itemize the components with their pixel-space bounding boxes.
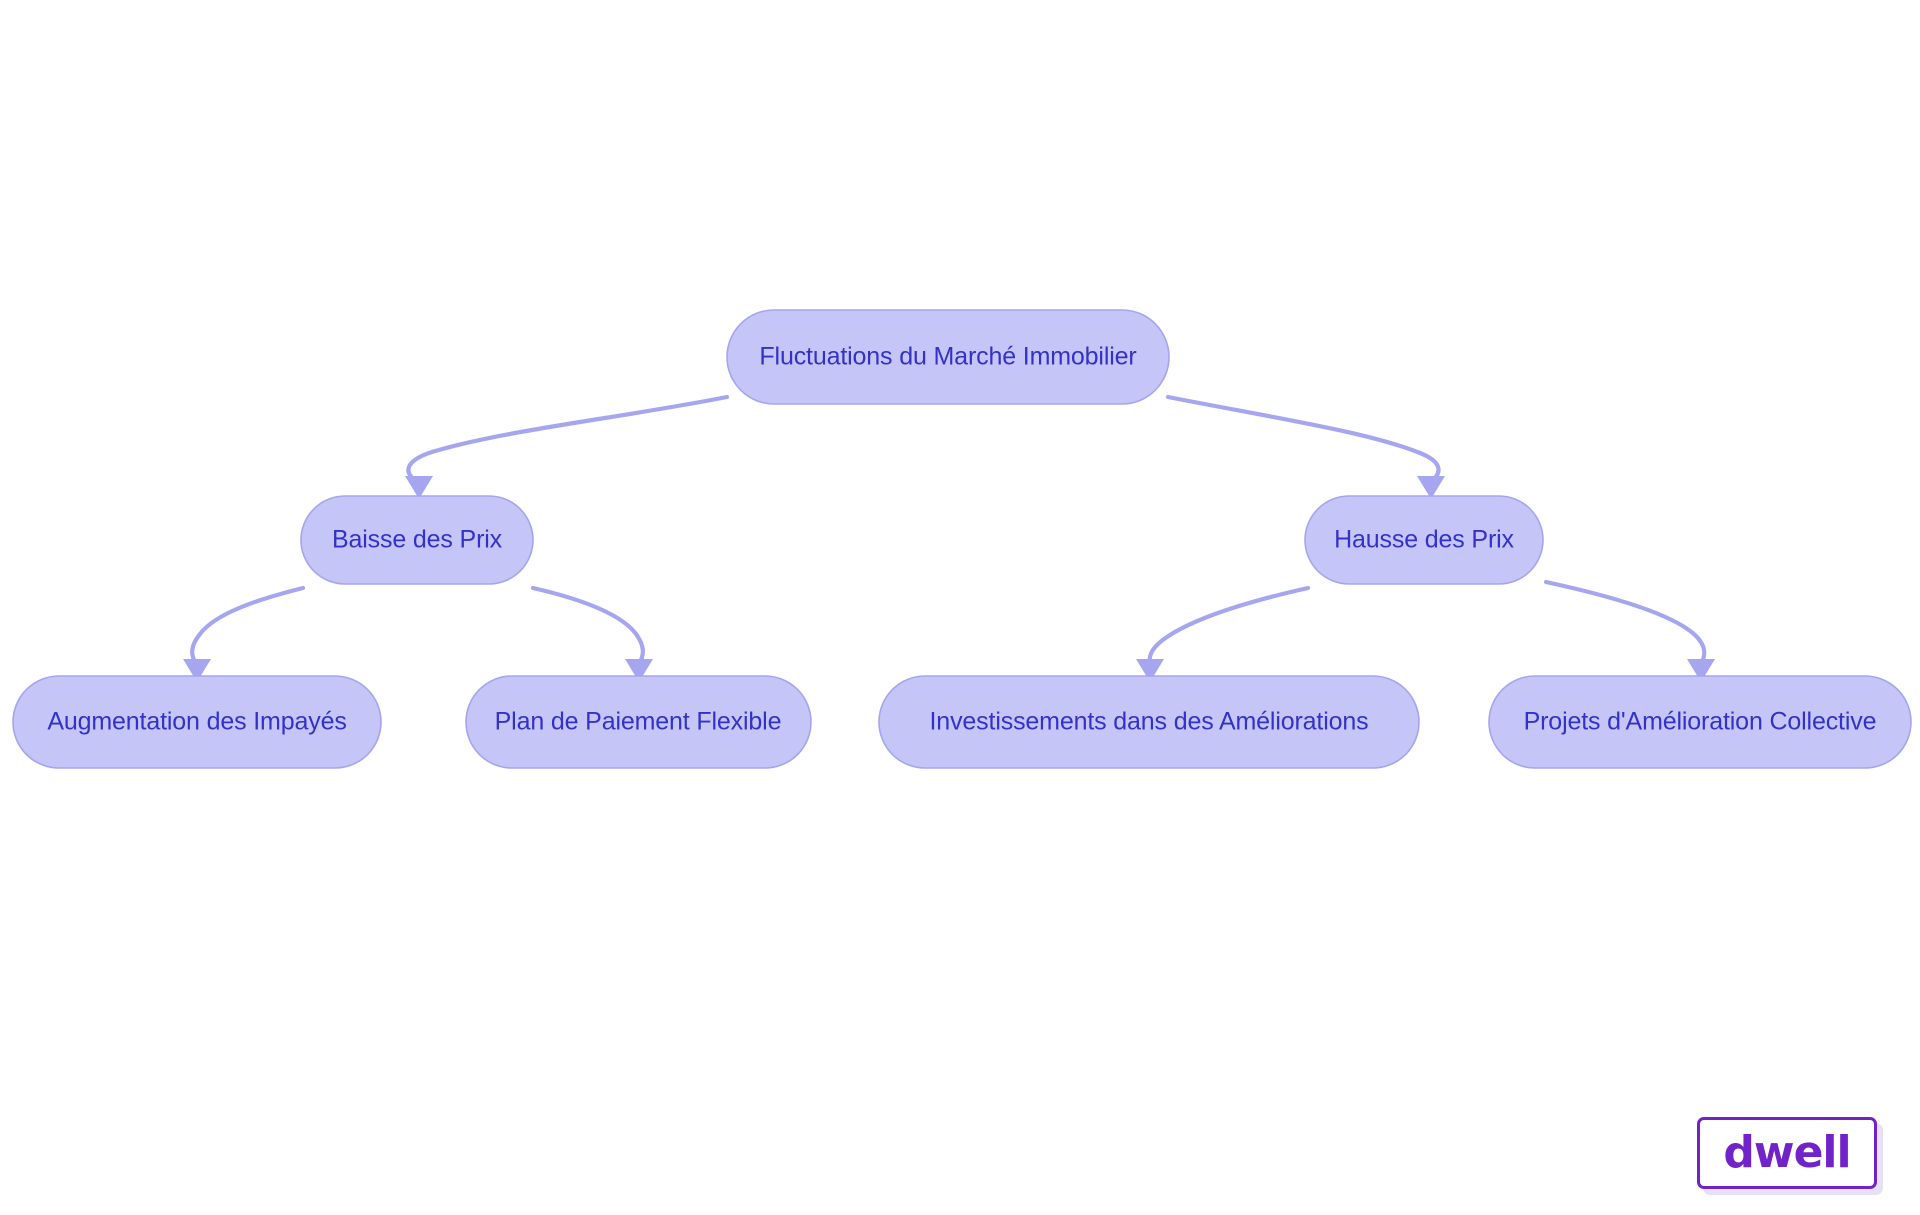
node-baisse-des-prix[interactable]: Baisse des Prix (300, 495, 534, 585)
arrowhead-impayes (183, 659, 211, 682)
node-hausse-shape[interactable] (1304, 495, 1544, 585)
edge-path-baisse-impayes (190, 585, 306, 667)
logo-wordmark: dwell (1723, 1127, 1851, 1178)
arrowhead-baisse (405, 476, 433, 499)
edge-hausse-to-projets (1543, 579, 1715, 682)
arrowhead-projets (1687, 659, 1715, 682)
edge-path-baisse-paiement (530, 585, 645, 667)
node-root-shape[interactable] (726, 309, 1170, 405)
node-investissements-dans-des-ameliorations[interactable]: Investissements dans des Améliorations (878, 675, 1420, 769)
edge-path-hausse-investissements (1147, 585, 1311, 667)
brand-logo[interactable]: dwell (1697, 1117, 1883, 1195)
edge-root-to-baisse (405, 394, 730, 499)
node-impayes-shape[interactable] (12, 675, 382, 769)
node-investissements-label: Investissements dans des Améliorations (930, 708, 1369, 736)
node-investissements-shape[interactable] (878, 675, 1420, 769)
node-paiement-label: Plan de Paiement Flexible (495, 708, 782, 736)
node-impayes-label: Augmentation des Impayés (47, 708, 346, 736)
node-root[interactable]: Fluctuations du Marché Immobilier (726, 309, 1170, 405)
edge-root-to-hausse (1165, 394, 1445, 499)
node-paiement-shape[interactable] (465, 675, 812, 769)
edge-baisse-to-paiement (530, 585, 653, 682)
node-augmentation-des-impayes[interactable]: Augmentation des Impayés (12, 675, 382, 769)
arrowhead-hausse (1417, 476, 1445, 499)
node-root-label: Fluctuations du Marché Immobilier (759, 343, 1136, 371)
node-projets-damelioration-collective[interactable]: Projets d'Amélioration Collective (1488, 675, 1912, 769)
edge-path-root-baisse (406, 394, 730, 485)
edge-path-hausse-projets (1543, 579, 1707, 667)
node-baisse-label: Baisse des Prix (332, 526, 503, 554)
edge-group (183, 394, 1715, 682)
node-hausse-des-prix[interactable]: Hausse des Prix (1304, 495, 1544, 585)
node-projets-shape[interactable] (1488, 675, 1912, 769)
logo-box[interactable]: dwell (1697, 1117, 1877, 1189)
node-baisse-shape[interactable] (300, 495, 534, 585)
arrowhead-investissements (1136, 659, 1164, 682)
edge-hausse-to-investissements (1136, 585, 1311, 682)
node-group: Fluctuations du Marché Immobilier Baisse… (12, 309, 1912, 769)
node-hausse-label: Hausse des Prix (1334, 526, 1514, 554)
arrowhead-paiement (625, 659, 653, 682)
node-projets-label: Projets d'Amélioration Collective (1524, 708, 1877, 736)
edge-baisse-to-impayes (183, 585, 306, 682)
node-plan-de-paiement-flexible[interactable]: Plan de Paiement Flexible (465, 675, 812, 769)
edge-path-root-hausse (1165, 394, 1441, 485)
